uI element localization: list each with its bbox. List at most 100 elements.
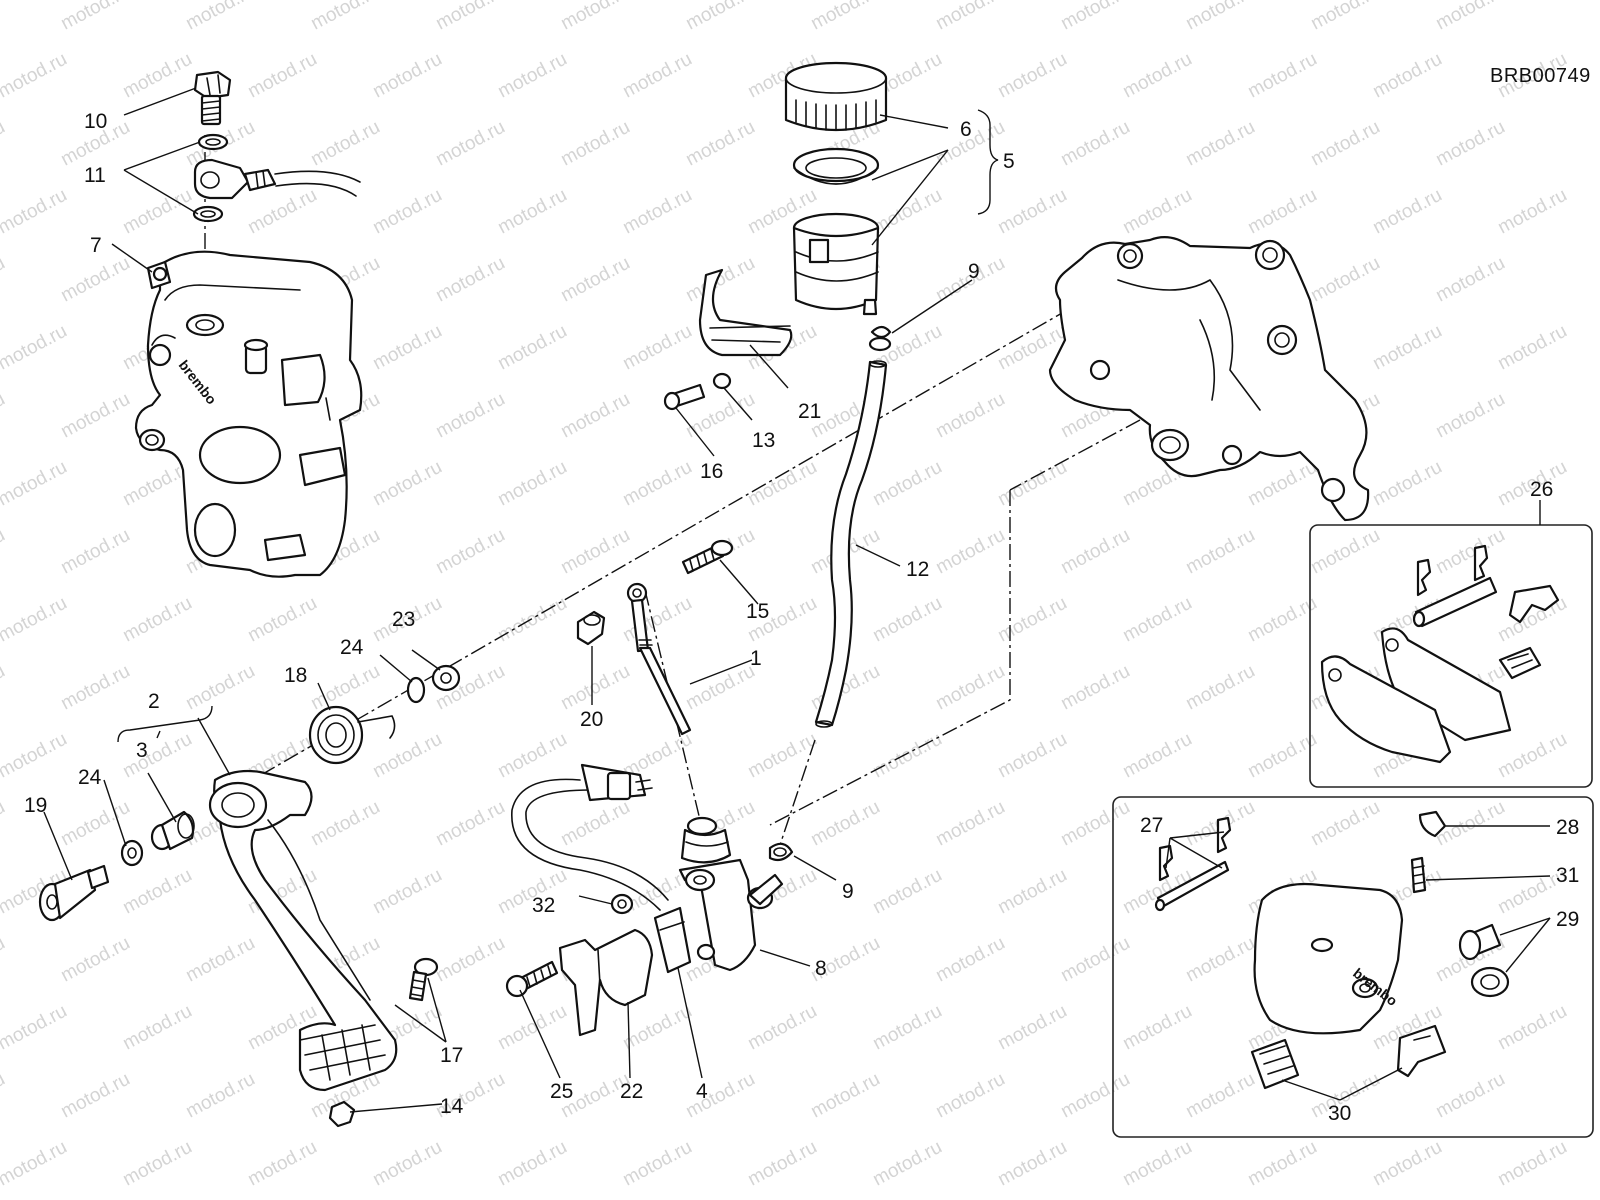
callout-14: 14 (440, 1095, 464, 1118)
watermark-text: motod.ru (1432, 253, 1508, 307)
watermark-text: motod.ru (1182, 1069, 1258, 1123)
watermark-text: motod.ru (1182, 0, 1258, 34)
watermark-text: motod.ru (307, 661, 383, 715)
watermark-text: motod.ru (244, 49, 320, 103)
watermark-text: motod.ru (1057, 797, 1133, 851)
watermark-text: motod.ru (1369, 1137, 1445, 1191)
watermark-text: motod.ru (57, 253, 133, 307)
watermark-text: motod.ru (682, 661, 758, 715)
watermark-text: motod.ru (182, 661, 258, 715)
callout-13: 13 (752, 429, 775, 452)
watermark-text: motod.ru (1119, 593, 1195, 647)
watermark-text: motod.ru (494, 593, 570, 647)
watermark-text: motod.ru (182, 933, 258, 987)
watermark-text: motod.ru (119, 49, 195, 103)
watermark-text: motod.ru (994, 1137, 1070, 1191)
watermark-text: motod.ru (432, 389, 508, 443)
watermark-text: motod.ru (0, 49, 71, 103)
watermark-text: motod.ru (0, 457, 71, 511)
watermark-text: motod.ru (1494, 1001, 1570, 1055)
watermark-text: motod.ru (494, 321, 570, 375)
watermark-text: motod.ru (494, 49, 570, 103)
watermark-text: motod.ru (369, 1137, 445, 1191)
watermark-text: motod.ru (1307, 253, 1383, 307)
watermark-text: motod.ru (1244, 593, 1320, 647)
watermark-text: motod.ru (244, 593, 320, 647)
callout-11: 11 (84, 164, 106, 187)
callout-32: 32 (532, 894, 555, 917)
watermark-text: motod.ru (1244, 1137, 1320, 1191)
callout-1: 1 (750, 647, 762, 670)
watermark-text: motod.ru (744, 1137, 820, 1191)
watermark-text: motod.ru (1307, 797, 1383, 851)
watermark-text: motod.ru (869, 1001, 945, 1055)
hose-clamp-part-9-lower (768, 842, 794, 862)
callout-2: 2 (148, 690, 160, 713)
watermark-text: motod.ru (1307, 117, 1383, 171)
washer-part-32 (610, 893, 634, 915)
watermark-text: motod.ru (807, 797, 883, 851)
watermark-text: motod.ru (57, 661, 133, 715)
callout-22: 22 (620, 1080, 643, 1103)
watermark-text: motod.ru (807, 1069, 883, 1123)
watermark-text: motod.ru (494, 185, 570, 239)
watermark-text: motod.ru (0, 1137, 71, 1191)
callout-25: 25 (550, 1080, 573, 1103)
watermark-text: motod.ru (1432, 525, 1508, 579)
watermark-text: motod.ru (57, 0, 133, 34)
watermark-text: motod.ru (619, 1001, 695, 1055)
washer-part-23 (431, 664, 461, 692)
bleed-valve-part-7 (146, 260, 172, 290)
watermark-text: motod.ru (994, 593, 1070, 647)
watermark-text: motod.ru (307, 117, 383, 171)
washer-part-11-upper (197, 133, 229, 151)
watermark-text: motod.ru (119, 185, 195, 239)
watermark-text: motod.ru (557, 389, 633, 443)
watermark-text: motod.ru (1432, 0, 1508, 34)
watermark-text: motod.ru (1369, 457, 1445, 511)
callout-27: 27 (1140, 814, 1163, 837)
brake-fluid-reservoir (792, 212, 880, 316)
watermark-text: motod.ru (0, 661, 9, 715)
watermark-text: motod.ru (994, 729, 1070, 783)
watermark-text: motod.ru (994, 1001, 1070, 1055)
watermark-text: motod.ru (0, 729, 71, 783)
watermark-text: motod.ru (869, 593, 945, 647)
callout-23: 23 (392, 608, 415, 631)
watermark-text: motod.ru (557, 0, 633, 34)
watermark-text: motod.ru (432, 933, 508, 987)
watermark-text: motod.ru (119, 1001, 195, 1055)
watermark-text: motod.ru (0, 1001, 71, 1055)
nut-part-14 (328, 1100, 356, 1128)
watermark-text: motod.ru (0, 933, 9, 987)
watermark-text: motod.ru (932, 933, 1008, 987)
hose-clamp-part-9-upper (868, 325, 892, 352)
rear-master-cylinder-part-8 (678, 816, 784, 972)
watermark-text: motod.ru (994, 457, 1070, 511)
callout-21: 21 (798, 400, 821, 423)
watermark-text: motod.ru (557, 525, 633, 579)
watermark-text: motod.ru (682, 117, 758, 171)
pivot-pin-part-19 (38, 864, 110, 922)
watermark-text: motod.ru (432, 0, 508, 34)
watermark-text: motod.ru (682, 1069, 758, 1123)
spring-part-18 (308, 705, 396, 765)
watermark-text: motod.ru (57, 933, 133, 987)
callout-5: 5 (1003, 150, 1015, 173)
watermark-text: motod.ru (494, 1137, 570, 1191)
watermark-text: motod.ru (0, 253, 9, 307)
bushing-part-3 (150, 810, 195, 851)
leader-lines (43, 87, 1551, 1113)
caliper-parts-inset: brembo (1112, 796, 1594, 1138)
watermark-text: motod.ru (744, 729, 820, 783)
watermark-text: motod.ru (1119, 1137, 1195, 1191)
watermark-text: motod.ru (182, 0, 258, 34)
watermark-text: motod.ru (1244, 49, 1320, 103)
watermark-text: motod.ru (0, 593, 71, 647)
callout-15: 15 (746, 600, 769, 623)
watermark-text: motod.ru (1307, 525, 1383, 579)
watermark-text: motod.ru (0, 0, 9, 34)
banjo-bolt-part-10 (193, 70, 232, 126)
watermark-text: motod.ru (557, 661, 633, 715)
reservoir-diaphragm-part-6 (792, 147, 880, 185)
